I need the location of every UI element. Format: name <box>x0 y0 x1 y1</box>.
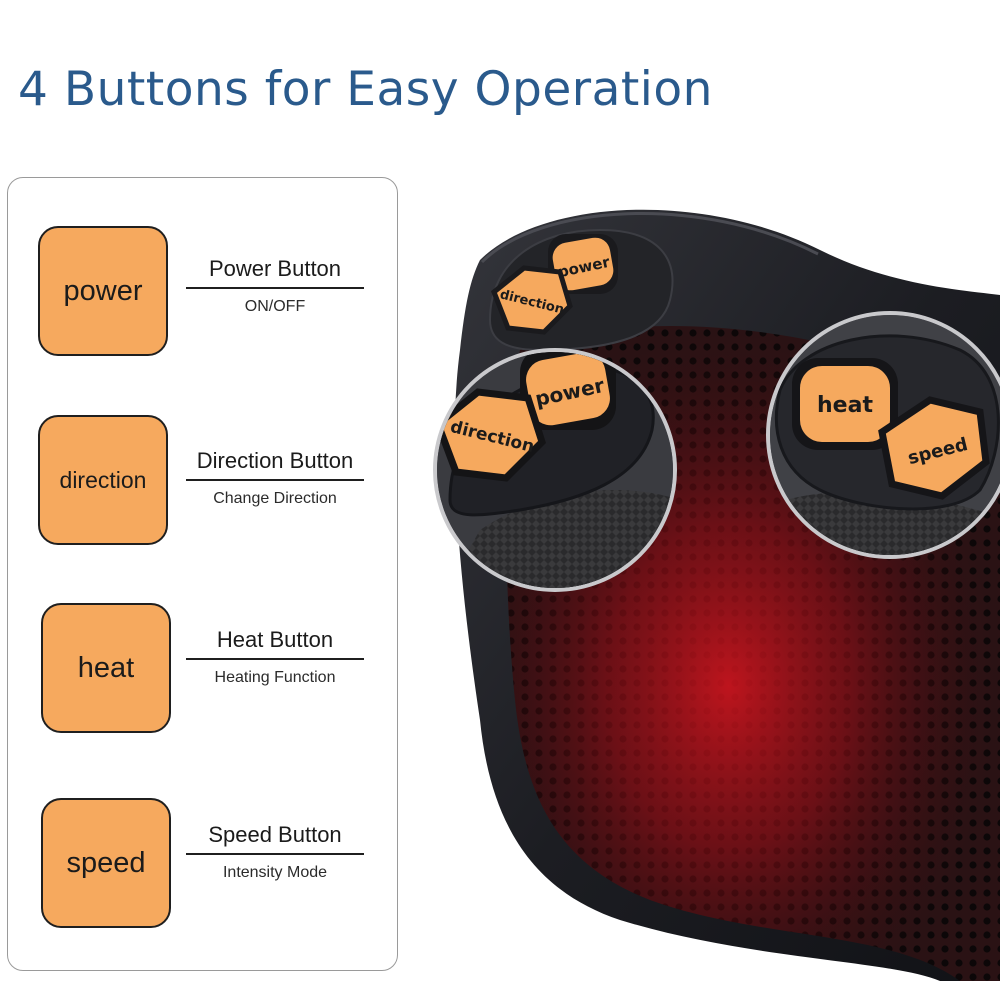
lens-heat-text: heat <box>817 393 873 418</box>
legend-row-heat: heat Heat Button Heating Function <box>8 603 397 737</box>
direction-button-desc: Change Direction <box>213 490 337 507</box>
direction-button-title: Direction Button <box>186 448 364 481</box>
legend-row-direction: direction Direction Button Change Direct… <box>8 415 397 549</box>
page-title: 4 Buttons for Easy Operation <box>18 62 713 117</box>
direction-key-illustration: direction <box>38 415 168 545</box>
zoom-lens-right: heat speed <box>766 311 1000 559</box>
power-label: Power Button ON/OFF <box>186 256 364 316</box>
legend-row-power: power Power Button ON/OFF <box>8 226 397 360</box>
speed-key-illustration: speed <box>41 798 171 928</box>
button-legend-card: power Power Button ON/OFF direction Dire… <box>7 177 398 971</box>
speed-label: Speed Button Intensity Mode <box>186 822 364 882</box>
power-button-title: Power Button <box>186 256 364 289</box>
power-key-illustration: power <box>38 226 168 356</box>
massage-pillow-photo: power direction power direction heat <box>433 209 1000 981</box>
speed-button-title: Speed Button <box>186 822 364 855</box>
speed-button-desc: Intensity Mode <box>222 864 328 881</box>
pillow-edge-highlight <box>480 212 819 264</box>
heat-key-illustration: heat <box>41 603 171 733</box>
direction-label: Direction Button Change Direction <box>186 448 364 508</box>
legend-row-speed: speed Speed Button Intensity Mode <box>8 798 397 932</box>
top-button-cluster: power direction <box>488 228 674 352</box>
heat-button-title: Heat Button <box>186 627 364 660</box>
heat-label: Heat Button Heating Function <box>186 627 364 687</box>
power-button-desc: ON/OFF <box>244 298 306 315</box>
heat-button-desc: Heating Function <box>214 669 336 686</box>
zoom-lens-left: power direction <box>433 348 677 592</box>
